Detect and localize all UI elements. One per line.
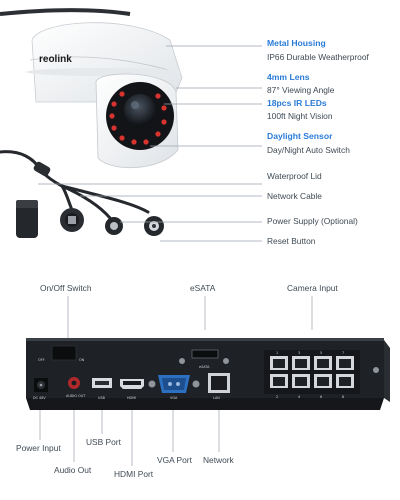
panel-text-esata: eSATA	[199, 365, 210, 369]
panel-port-number: 1	[276, 351, 279, 355]
camera-illustration: reolink	[0, 8, 262, 242]
camera-cable	[0, 8, 131, 16]
audio-out-port	[68, 377, 80, 389]
feature-title-metal-housing: Metal Housing	[267, 38, 326, 48]
nvr-label-power-input: Power Input	[16, 443, 61, 453]
nvr-label-esata: eSATA	[190, 283, 216, 293]
panel-port-number: 7	[342, 351, 345, 355]
panel-text-usb: USB	[98, 396, 105, 400]
panel-port-number: 8	[342, 395, 345, 399]
nvr-label-on-off-switch: On/Off Switch	[40, 283, 92, 293]
feature-title-daylight-sensor: Daylight Sensor	[267, 131, 333, 141]
vga-port	[148, 375, 200, 393]
panel-text-off: OFF	[38, 358, 45, 362]
part-label-network-cable: Network Cable	[267, 191, 322, 201]
lan-port	[208, 373, 230, 393]
ir-leds	[109, 91, 167, 145]
feature-desc-ir-leds: 100ft Night Vision	[267, 111, 333, 121]
nvr-label-network: Network	[203, 455, 234, 465]
nvr-leader-lines	[39, 296, 313, 466]
part-label-reset-button: Reset Button	[267, 236, 316, 246]
panel-text-on: ON	[79, 358, 85, 362]
panel-port-number: 5	[320, 351, 323, 355]
network-connector-part	[60, 208, 84, 232]
waterproof-lid-part	[16, 200, 38, 238]
part-label-waterproof-lid: Waterproof Lid	[267, 171, 322, 181]
nvr-label-hdmi-port: HDMI Port	[114, 469, 154, 479]
usb-port	[92, 378, 112, 388]
camera-lens-ball	[95, 73, 179, 168]
panel-text-vga: VGA	[170, 396, 178, 400]
power-switch	[51, 345, 77, 361]
feature-title-ir-leds: 18pcs IR LEDs	[267, 98, 327, 108]
cable-splitter	[33, 161, 51, 177]
esata-port	[179, 349, 229, 364]
feature-title-lens: 4mm Lens	[267, 72, 310, 82]
camera-leader-lines	[38, 45, 262, 242]
panel-port-number: 2	[276, 395, 279, 399]
camera-input-ports	[264, 350, 360, 394]
panel-port-number: 4	[298, 395, 301, 399]
camera-brand-logo: reolink	[39, 54, 72, 65]
hdmi-port	[120, 379, 144, 389]
nvr-illustration	[26, 296, 390, 466]
panel-text-hdmi: HDMI	[127, 396, 137, 400]
nvr-label-camera-input: Camera Input	[287, 283, 338, 293]
power-connector-part	[105, 217, 123, 235]
nvr-label-audio-out: Audio Out	[54, 465, 92, 475]
panel-port-number: 3	[298, 351, 301, 355]
feature-desc-daylight-sensor: Day/Night Auto Switch	[267, 145, 350, 155]
part-label-power-supply: Power Supply (Optional)	[267, 216, 358, 226]
feature-desc-metal-housing: IP66 Durable Weatherproof	[267, 52, 369, 62]
reset-button-part	[144, 216, 164, 236]
nvr-label-vga-port: VGA Port	[157, 455, 192, 465]
nvr-screw	[373, 367, 379, 373]
panel-text-audio: AUDIO OUT	[66, 394, 86, 398]
panel-text-lan: LAN	[213, 396, 220, 400]
dc-input-port	[34, 378, 48, 392]
nvr-label-usb-port: USB Port	[86, 437, 121, 447]
panel-port-number: 6	[320, 395, 323, 399]
panel-text-dc: DC 48V	[33, 396, 46, 400]
feature-desc-lens: 87° Viewing Angle	[267, 85, 335, 95]
